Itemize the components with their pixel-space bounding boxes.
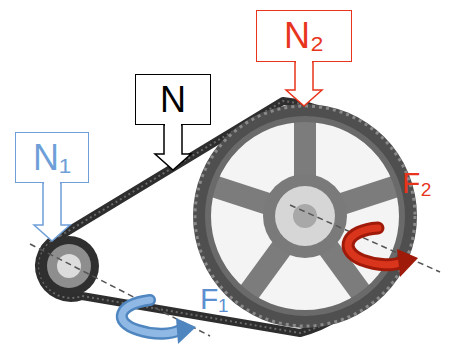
small-pulley [39,236,99,296]
torque-arrow [348,228,418,277]
shaft-axis [290,205,440,272]
callout-box: N [135,74,211,125]
large-sprocket [193,104,417,328]
callout-box: N₂ [256,10,352,62]
force-label: F₂ [402,168,432,198]
callout-pointer [256,62,352,106]
callout-box: N₁ [15,132,89,183]
callout-label: N [160,82,186,118]
torque-arrow [122,300,196,344]
callout-label: N₁ [33,140,71,176]
callout-label: N₂ [284,18,324,54]
callout-pointer [135,125,211,170]
callout-pointer [15,183,89,241]
force-label: F₁ [200,284,228,314]
